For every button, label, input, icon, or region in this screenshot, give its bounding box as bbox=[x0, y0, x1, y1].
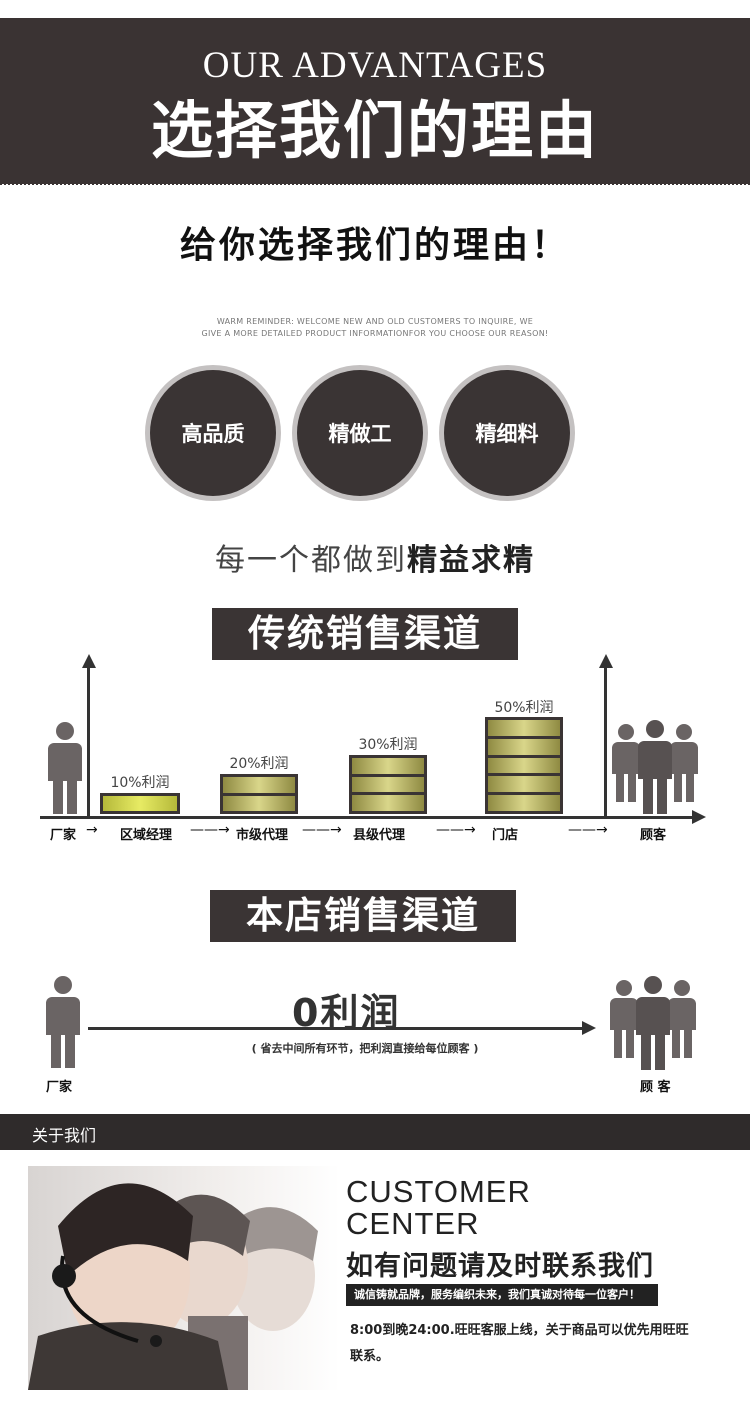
chain-arrow-icon: ——→ bbox=[436, 822, 476, 838]
store-channel-title: 本店销售渠道 bbox=[210, 890, 516, 942]
reason-title: 给你选择我们的理由！ bbox=[179, 224, 570, 266]
direct-channel-note: ( 省去中间所有环节，把利润直接给每位顾客 ) bbox=[251, 1042, 479, 1055]
customer-person-icon bbox=[668, 980, 696, 1058]
customer-center-heading: CUSTOMER CENTER bbox=[346, 1176, 531, 1240]
chain-label-customer: 顾客 bbox=[640, 828, 667, 843]
profit-bar-20 bbox=[220, 774, 298, 814]
chain-arrow-icon: → bbox=[86, 822, 98, 838]
customer-person-icon bbox=[638, 720, 672, 814]
factory-person-icon bbox=[46, 976, 80, 1068]
profit-bar-10 bbox=[100, 793, 180, 814]
warm-reminder: WARM REMINDER: WELCOME NEW AND OLD CUSTO… bbox=[0, 316, 750, 340]
customer-person-icon bbox=[610, 980, 638, 1058]
motto: 每一个都做到精益求精 bbox=[0, 535, 750, 579]
header-banner bbox=[0, 18, 750, 184]
chain-label-city-agent: 市级代理 bbox=[236, 828, 289, 843]
banner-english-title: OUR ADVANTAGES bbox=[202, 45, 548, 86]
left-axis bbox=[87, 664, 90, 819]
service-hours-description: 8:00到晚24:00.旺旺客服上线，关于商品可以优先用旺旺联系。 bbox=[350, 1323, 689, 1364]
service-slogan-strip: 诚信铸就品牌，服务编织未来，我们真诚对待每一位客户！ bbox=[346, 1284, 658, 1306]
banner-divider bbox=[0, 183, 750, 191]
profit-label-50: 50%利润 bbox=[494, 700, 554, 716]
direct-channel-arrow-head bbox=[582, 1021, 596, 1035]
profit-bar-50 bbox=[485, 717, 563, 814]
profit-label-20: 20%利润 bbox=[229, 756, 289, 772]
customer-center-line-1: CUSTOMER bbox=[346, 1174, 531, 1209]
chain-arrow-icon: ——→ bbox=[190, 822, 230, 838]
chain-label-county-agent: 县级代理 bbox=[353, 828, 406, 843]
right-axis bbox=[604, 664, 607, 819]
right-axis-arrow bbox=[599, 654, 613, 668]
baseline-arrow bbox=[692, 810, 706, 824]
profit-label-30: 30%利润 bbox=[358, 737, 418, 753]
contact-us-heading: 如有问题请及时联系我们 bbox=[346, 1251, 654, 1282]
chain-label-store: 门店 bbox=[492, 828, 519, 843]
chain-label-regional-manager: 区域经理 bbox=[120, 828, 173, 843]
direct-channel-arrow-line bbox=[88, 1027, 584, 1030]
banner-chinese-title: 选择我们的理由 bbox=[150, 94, 599, 167]
reminder-line-2: GIVE A MORE DETAILED PRODUCT INFORMATION… bbox=[201, 329, 549, 338]
store-label-factory: 厂家 bbox=[46, 1080, 73, 1095]
baseline-axis bbox=[40, 816, 695, 819]
customer-service-photo bbox=[28, 1166, 340, 1390]
customer-person-icon bbox=[670, 724, 698, 802]
headset-agents-illustration bbox=[28, 1183, 318, 1390]
motto-normal: 每一个都做到 bbox=[215, 543, 407, 578]
traditional-channel-title: 传统销售渠道 bbox=[212, 608, 518, 660]
customer-person-icon bbox=[636, 976, 670, 1070]
feature-circle-quality: 高品质 bbox=[150, 370, 276, 496]
chain-label-factory: 厂家 bbox=[50, 828, 77, 843]
customer-center-line-2: CENTER bbox=[346, 1206, 480, 1241]
feature-circle-workmanship: 精做工 bbox=[297, 370, 423, 496]
feature-circle-material: 精细料 bbox=[444, 370, 570, 496]
left-axis-arrow bbox=[82, 654, 96, 668]
chain-arrow-icon: ——→ bbox=[302, 822, 342, 838]
customer-person-icon bbox=[612, 724, 640, 802]
profit-bar-30 bbox=[349, 755, 427, 814]
about-us-label: 关于我们 bbox=[32, 1126, 97, 1145]
store-label-customer: 顾 客 bbox=[640, 1080, 671, 1095]
factory-person-icon bbox=[48, 722, 82, 814]
reminder-line-1: WARM REMINDER: WELCOME NEW AND OLD CUSTO… bbox=[216, 317, 534, 326]
profit-label-10: 10%利润 bbox=[110, 775, 170, 791]
about-us-bar bbox=[0, 1114, 750, 1150]
motto-bold: 精益求精 bbox=[407, 543, 535, 578]
chain-arrow-icon: ——→ bbox=[568, 822, 608, 838]
